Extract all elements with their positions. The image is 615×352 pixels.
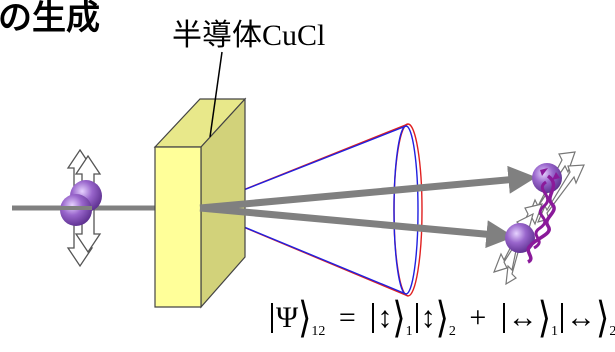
entangle-arrow-right <box>552 172 560 180</box>
entangled-state-formula: Ψ⟩12 = ↕⟩1↕⟩2 + ↔⟩1↔⟩2 <box>268 296 615 342</box>
formula-ket: ⟩ <box>596 295 610 342</box>
formula-ket: ⟩ <box>537 295 552 342</box>
formula-sub1b: 1 <box>551 324 559 339</box>
formula-state-h2: ↔ <box>566 301 597 334</box>
formula-state-v1: ↕ <box>377 301 393 334</box>
formula-ket: ⟩ <box>392 295 406 342</box>
arrow-up-down-icon <box>536 164 585 223</box>
formula-bar <box>372 303 375 333</box>
label-pointer-line <box>209 51 223 138</box>
formula-sub2: 2 <box>448 324 456 339</box>
formula-ket: ⟩ <box>298 295 312 342</box>
formula-psi: Ψ <box>276 301 299 334</box>
formula-bar <box>415 303 418 333</box>
semiconductor-label: 半導体CuCl <box>172 19 326 52</box>
output-photon-2 <box>505 223 535 253</box>
formula-sub2b: 2 <box>609 324 615 339</box>
formula-psi-sub: 12 <box>311 324 326 339</box>
lower-beam <box>199 204 515 249</box>
formula-bar <box>502 303 505 333</box>
formula-equals: = <box>338 301 356 334</box>
formula-bar <box>561 303 564 333</box>
formula-ket: ⟩ <box>435 295 449 342</box>
upper-beam <box>199 165 537 212</box>
formula-bar <box>271 303 273 333</box>
entangle-arrow-left <box>540 168 548 176</box>
formula-state-v2: ↕ <box>420 301 436 334</box>
outgoing-beams <box>199 165 537 249</box>
crystal-front <box>154 146 202 308</box>
wavy-entanglement-icon <box>526 174 556 264</box>
formula-sub1: 1 <box>405 324 413 339</box>
page-title: の生成 <box>0 0 100 38</box>
formula-state-h1: ↔ <box>507 301 538 334</box>
formula-plus: + <box>469 301 487 334</box>
wavy-entanglement-inner <box>533 180 550 250</box>
